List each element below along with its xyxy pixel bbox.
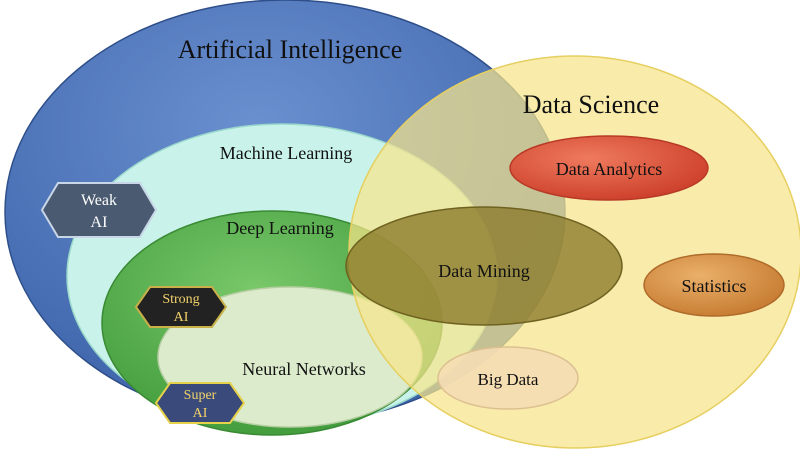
machine-learning-label: Machine Learning (220, 143, 352, 163)
ai-label: Artificial Intelligence (178, 35, 403, 64)
big-data-label: Big Data (478, 370, 539, 389)
strong-ai-line2: AI (174, 310, 189, 325)
weak-ai-line1: Weak (81, 192, 117, 209)
super-ai-line2: AI (193, 406, 208, 421)
super-ai-hexagon (154, 382, 246, 424)
statistics-label: Statistics (681, 276, 746, 296)
weak-ai-line2: AI (91, 214, 108, 231)
deep-learning-label: Deep Learning (226, 218, 333, 238)
strong-ai-badge: Strong AI (134, 286, 228, 328)
data-mining-label: Data Mining (438, 261, 530, 281)
weak-ai-hexagon (40, 182, 158, 238)
data-science-label: Data Science (523, 90, 659, 119)
big-data-ellipse (437, 346, 579, 410)
super-ai-line1: Super (184, 388, 217, 403)
data-analytics-label: Data Analytics (556, 159, 662, 179)
statistics-ellipse (643, 253, 785, 317)
strong-ai-hexagon (134, 286, 228, 328)
neural-networks-label: Neural Networks (242, 359, 365, 379)
super-ai-badge: Super AI (154, 382, 246, 424)
strong-ai-line1: Strong (162, 292, 199, 307)
data-analytics-ellipse (509, 135, 709, 201)
data-mining-ellipse (345, 206, 623, 326)
weak-ai-badge: Weak AI (40, 182, 158, 238)
